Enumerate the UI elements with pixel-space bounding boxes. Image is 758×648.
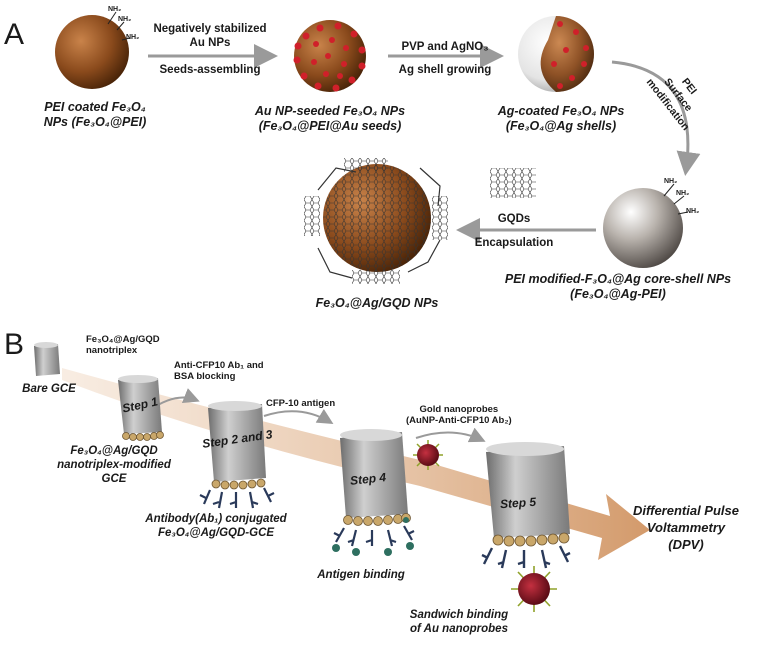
label-dpv-line2: Voltammetry	[646, 520, 726, 535]
bare-gce-electrode	[34, 342, 60, 376]
label-gold-line1: Gold nanoprobes	[419, 404, 499, 415]
panel-a-letter: A	[4, 18, 25, 51]
arrow1-top-label: Negatively stabilized Au NPs	[144, 22, 276, 50]
caption-au-seeded: Au NP-seeded Fe₃O₄ NPs (Fe₃O₄@PEI@Au see…	[240, 104, 420, 134]
label-nanotriplex: Fe₃O₄@Ag/GQD nanotriplex	[86, 334, 160, 356]
label-antibody-line1: Antibody(Ab₁) conjugated	[145, 513, 287, 525]
nh2-label-a3: NH₂	[126, 34, 140, 41]
arrow-surface-modification	[611, 60, 701, 176]
label-dpv-line1: Differential Pulse	[633, 503, 739, 518]
arrow-step-2-to-4	[263, 408, 334, 425]
nh2-label-b3: NH₂	[686, 208, 700, 215]
caption-pei-ag: PEI modified-F₃O₄@Ag core-shell NPs (Fe₃…	[488, 272, 748, 302]
nh2-label-b1: NH₂	[664, 178, 678, 185]
label-antigen-binding: Antigen binding	[317, 569, 405, 581]
ag-coated-nanoparticle	[518, 16, 594, 92]
caption-ag-line2: (Fe₃O₄@Ag shells)	[505, 119, 617, 133]
label-cfp10-antigen: CFP-10 antigen	[266, 398, 336, 409]
label-gold-nanoprobes: Gold nanoprobes (AuNP-Anti-CFP10 Ab₂)	[406, 404, 512, 426]
label-modified-line2: nanotriplex-modified	[57, 459, 171, 471]
label-anti-cfp10: Anti-CFP10 Ab₁ and BSA blocking	[174, 360, 264, 382]
arrow4-bottom-label: Encapsulation	[474, 237, 554, 249]
gqd-encapsulated-nanoparticle	[304, 158, 448, 284]
arrow2-top-label: PVP and AgNO₃	[401, 41, 489, 53]
caption-pei-line2: NPs (Fe₃O₄@PEI)	[43, 115, 147, 129]
arrow2-bottom-label: Ag shell growing	[398, 64, 492, 76]
label-nanotriplex-line1: Fe₃O₄@Ag/GQD	[86, 334, 160, 345]
label-antibody-line2: Fe₃O₄@Ag/GQD-GCE	[157, 527, 275, 539]
label-sandwich-line2: of Au nanoprobes	[410, 623, 508, 635]
label-dpv-line3: (DPV)	[668, 537, 704, 552]
step-5-electrode	[481, 442, 571, 569]
caption-au-line1: Au NP-seeded Fe₃O₄ NPs	[254, 104, 406, 118]
label-modified-line3: GCE	[101, 473, 127, 485]
step-1-electrode	[118, 375, 164, 441]
arrow-step-4-to-5	[415, 427, 486, 443]
label-gold-line2: (AuNP-Anti-CFP10 Ab₂)	[406, 415, 512, 426]
label-antibody-conjugated: Antibody(Ab₁) conjugated Fe₃O₄@Ag/GQD-GC…	[118, 512, 314, 540]
pei-coated-nanoparticle	[55, 11, 131, 89]
caption-ag-coated: Ag-coated Fe₃O₄ NPs (Fe₃O₄@Ag shells)	[486, 104, 636, 134]
label-dpv: Differential Pulse Voltammetry (DPV)	[618, 502, 754, 553]
arrow4-top-label: GQDs	[497, 213, 531, 225]
label-modified-line1: Fe₃O₄@Ag/GQD	[70, 445, 158, 457]
arrow1-top-line1: Negatively stabilized	[153, 23, 267, 35]
caption-pei-coated: PEI coated Fe₃O₄ NPs (Fe₃O₄@PEI)	[20, 100, 170, 130]
nh2-label-b2: NH₂	[676, 190, 690, 197]
caption-pei-line1: PEI coated Fe₃O₄	[44, 100, 146, 114]
label-anti-line2: BSA blocking	[174, 371, 236, 382]
graphene-quantum-dot-icon	[490, 168, 536, 198]
nh2-label-a1: NH₂	[108, 6, 122, 13]
step-2-3-electrode	[199, 401, 275, 509]
nh2-label-a2: NH₂	[118, 16, 132, 23]
gold-nanoprobe-icon	[413, 440, 443, 470]
caption-gqd: Fe₃O₄@Ag/GQD NPs	[315, 296, 439, 310]
pei-ag-core-shell-nanoparticle	[603, 183, 689, 268]
label-anti-line1: Anti-CFP10 Ab₁ and	[174, 360, 264, 371]
arrow1-top-line2: Au NPs	[189, 37, 231, 49]
caption-pei-ag-line2: (Fe₃O₄@Ag-PEI)	[570, 287, 666, 301]
caption-pei-ag-line1: PEI modified-F₃O₄@Ag core-shell NPs	[504, 272, 732, 286]
label-sandwich-binding: Sandwich binding of Au nanoprobes	[404, 608, 514, 636]
caption-au-line2: (Fe₃O₄@PEI@Au seeds)	[258, 119, 402, 133]
caption-ag-line1: Ag-coated Fe₃O₄ NPs	[497, 104, 625, 118]
arrow1-bottom-label: Seeds-assembling	[159, 64, 261, 76]
step-4-electrode	[332, 429, 415, 556]
panel-b-letter: B	[4, 328, 25, 361]
sandwich-nanoprobe	[511, 566, 557, 612]
label-nanotriplex-line2: nanotriplex	[86, 345, 138, 356]
label-modified-gce: Fe₃O₄@Ag/GQD nanotriplex-modified GCE	[44, 444, 184, 486]
label-bare-gce: Bare GCE	[22, 383, 76, 395]
au-seeded-nanoparticle	[293, 20, 366, 92]
step-5-label: Step 5	[499, 494, 537, 512]
label-sandwich-line1: Sandwich binding	[409, 609, 509, 621]
